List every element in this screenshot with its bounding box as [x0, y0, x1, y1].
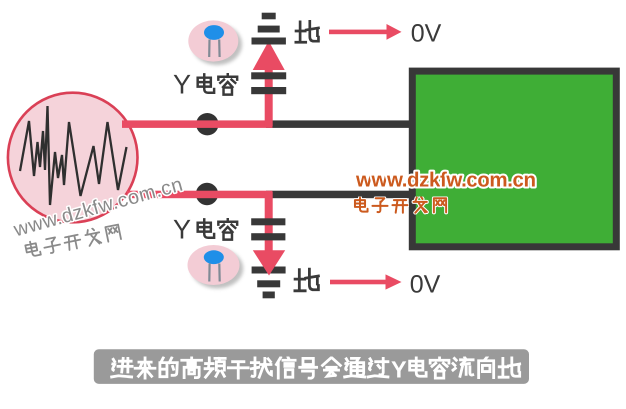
svg-text:Y: Y	[173, 215, 191, 245]
svg-text:Y: Y	[391, 357, 407, 383]
svg-text:Y: Y	[173, 70, 191, 100]
svg-text:0V: 0V	[411, 19, 442, 47]
svg-text:www.dzkfw.com.cn: www.dzkfw.com.cn	[355, 169, 536, 192]
svg-text:0V: 0V	[410, 270, 441, 298]
